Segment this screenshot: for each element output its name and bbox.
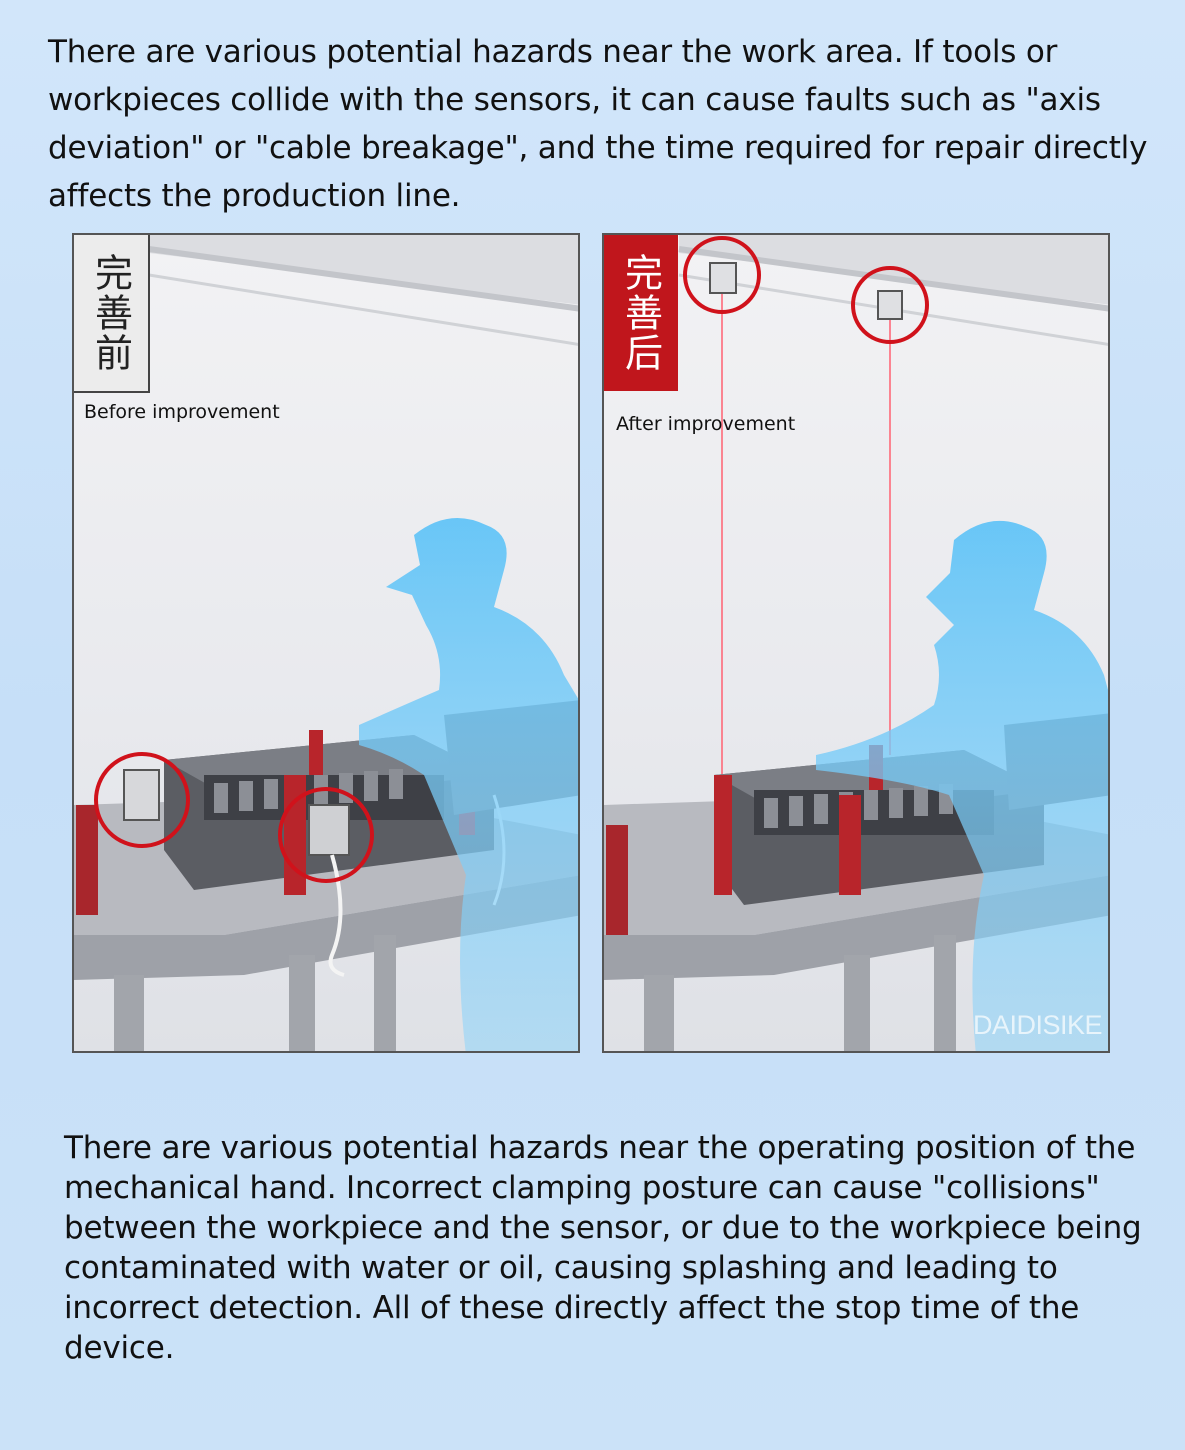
brand-watermark: DAIDISIKE xyxy=(972,1010,1103,1040)
after-caption: After improvement xyxy=(616,413,796,435)
before-badge: 完善前 xyxy=(74,235,150,393)
after-improvement-panel: 完善后 After improvement DAIDISIKE xyxy=(602,233,1110,1053)
outro-paragraph: There are various potential hazards near… xyxy=(64,1130,1142,1366)
before-caption: Before improvement xyxy=(84,401,280,423)
intro-paragraph: There are various potential hazards near… xyxy=(48,34,1148,214)
before-improvement-panel: 完善前 Before improvement xyxy=(72,233,580,1053)
after-scene-illustration xyxy=(604,235,1108,1051)
after-badge: 完善后 xyxy=(604,235,678,391)
before-scene-illustration xyxy=(74,235,578,1051)
